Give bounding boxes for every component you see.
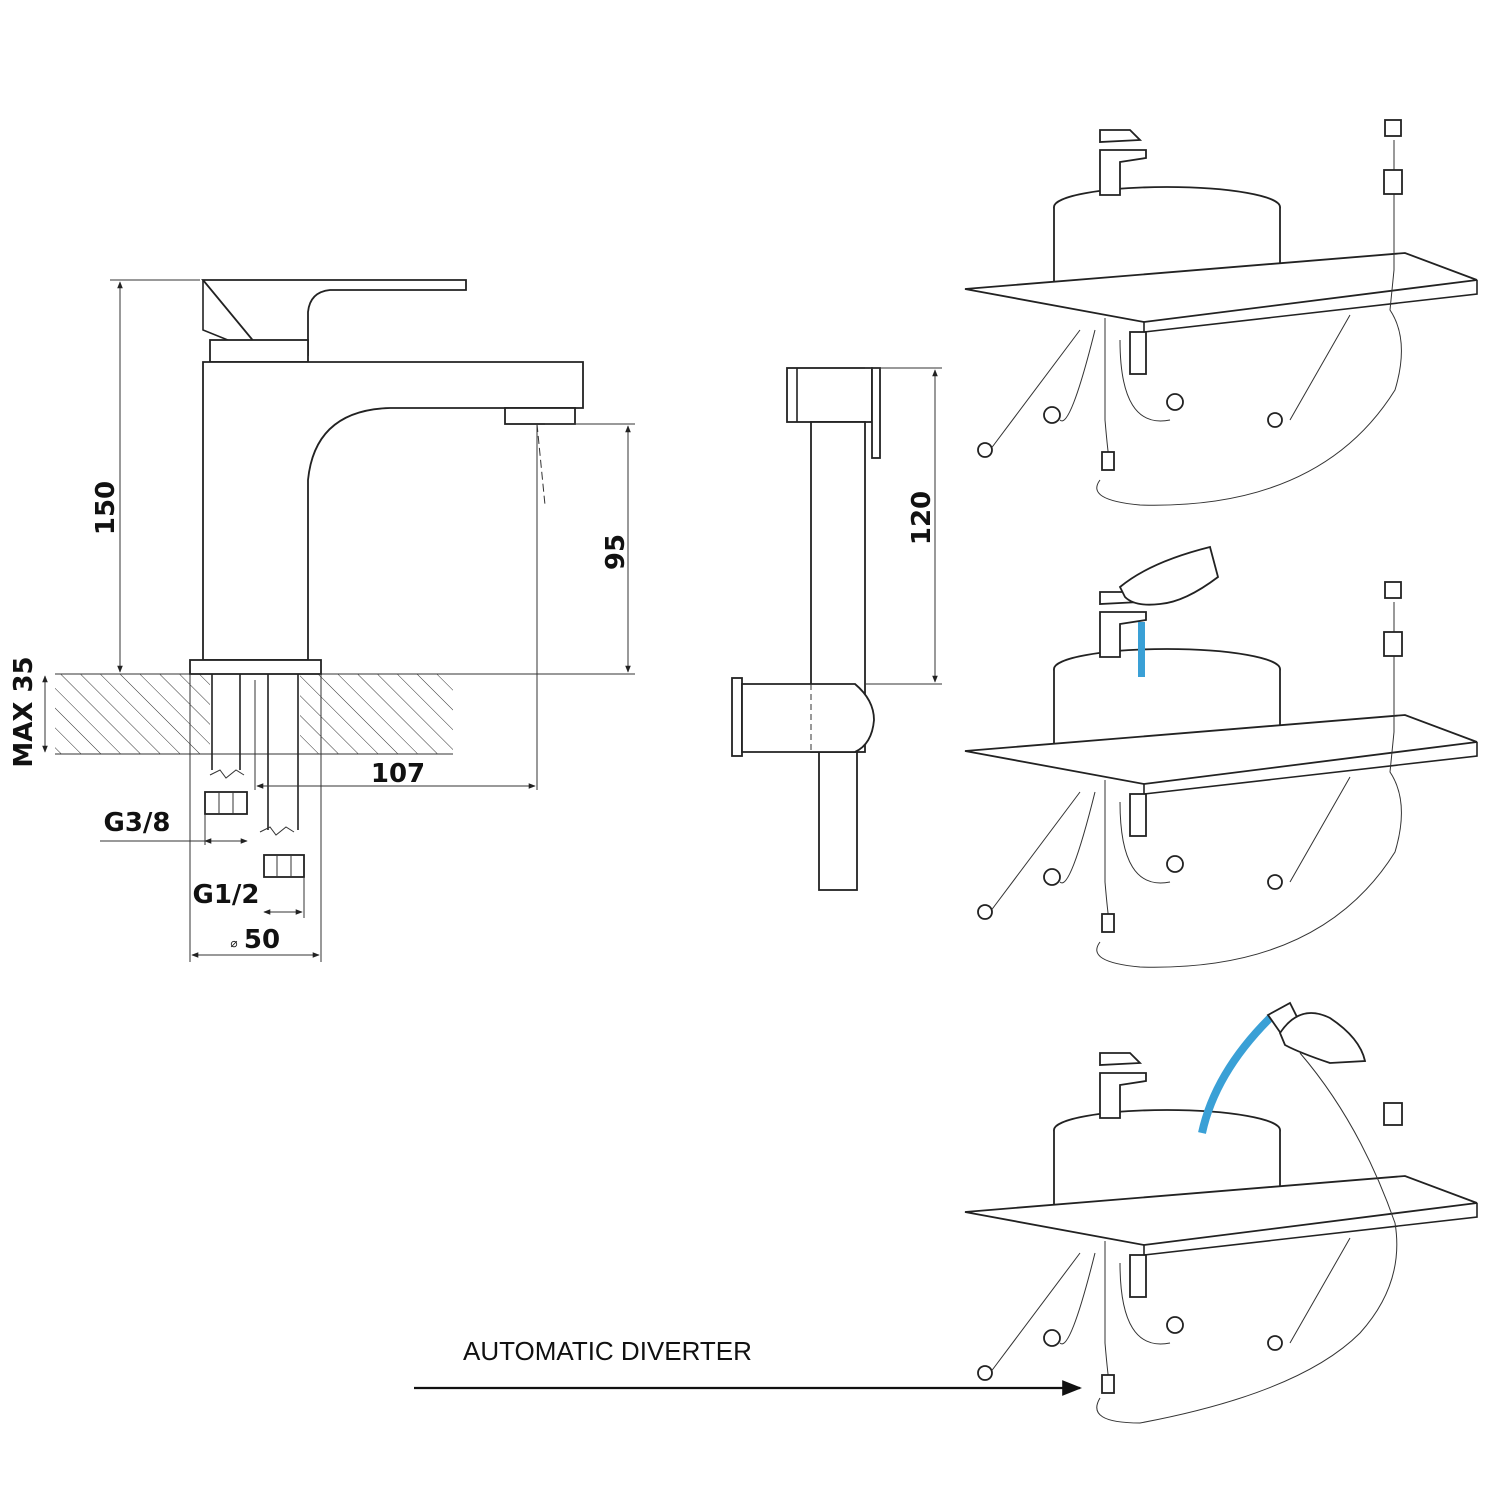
water-stream [1138,622,1145,677]
lever-handle [201,279,467,356]
diverter-callout: AUTOMATIC DIVERTER [414,1336,1082,1396]
dim-diameter-symbol: ⌀ [230,936,237,950]
dim-cold-thread: G3/8 [103,808,170,838]
dim-spout-reach: 107 [371,759,425,789]
angle-valve-icon [977,442,993,458]
dim-base-diameter: 50 [244,925,280,955]
tap-body [202,361,584,661]
diverter-label: AUTOMATIC DIVERTER [463,1336,752,1366]
g12-nut [263,854,305,878]
dim-spout-height: 95 [601,534,631,570]
base-flange [189,659,322,675]
sprayer-head [786,367,873,423]
g38-nut [204,791,248,815]
dim-hot-thread: G1/2 [192,880,259,910]
hand-icon [1118,545,1220,606]
tap-elevation-drawing: 150 95 MAX 35 107 G3/8 G1/2 ⌀ 50 [9,279,635,962]
wall-bracket [741,683,875,753]
aerator [504,407,576,425]
diverter-valve [1101,1374,1115,1394]
install-panel-2 [964,545,1478,968]
spray-stream [1198,1015,1273,1134]
dim-sprayer-height: 120 [907,491,937,545]
sprayer-hose-end [818,751,858,891]
dim-max-thickness: MAX 35 [9,656,39,767]
sprayer-holder-drawing: 120 [731,367,942,891]
countertop-section [55,673,635,755]
handle-collar [209,339,309,363]
install-panel-1 [964,119,1478,506]
dim-tap-height: 150 [91,481,121,535]
faucet-icon [1099,149,1147,196]
install-panel-3 [964,1001,1478,1424]
